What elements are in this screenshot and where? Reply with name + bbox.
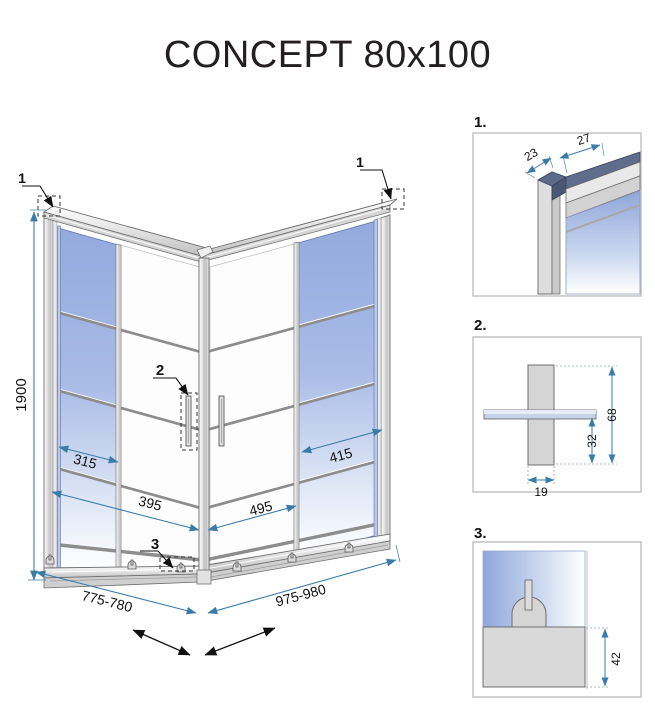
dim-315-label: 315 <box>72 451 99 472</box>
d3-dim-42-label: 42 <box>609 652 623 666</box>
callout-1-right: 1 <box>356 154 405 210</box>
d2-dim-68-label: 68 <box>605 408 619 422</box>
corner-foot <box>196 569 212 585</box>
d1-dim-23-line <box>526 157 552 174</box>
detail-3-number: 3. <box>474 525 487 542</box>
left-end-profile <box>43 211 54 575</box>
d1-dim-23-label: 23 <box>522 145 541 164</box>
page-title: CONCEPT 80x100 <box>163 34 492 76</box>
detail-box-1: 23 27 <box>472 130 642 297</box>
dim-right-base-label: 975-980 <box>274 581 328 610</box>
dim-395-line <box>51 490 200 532</box>
callout-2: 2 <box>153 362 198 451</box>
d1-dim-27-line <box>559 144 601 159</box>
callout-1-right-label: 1 <box>356 154 364 170</box>
main-enclosure-view: 1 1 2 3 <box>13 154 405 656</box>
dim-415-label: 415 <box>327 444 354 466</box>
d1-wall-profile <box>537 171 553 295</box>
callout-1-left: 1 <box>18 170 61 217</box>
d1-glass <box>565 190 641 295</box>
right-wing <box>200 198 398 583</box>
d1-dim-27-label: 27 <box>575 130 592 148</box>
detail-box-2: 68 32 19 <box>472 336 642 499</box>
d3-track-body <box>482 626 586 688</box>
callout-2-label: 2 <box>156 362 164 379</box>
right-panel-divider <box>293 241 300 561</box>
right-fixed-glass <box>297 219 381 559</box>
door-handles <box>185 395 225 447</box>
dim-495-line <box>207 504 297 532</box>
right-end-profile <box>380 214 391 541</box>
dim-415-line <box>301 428 383 454</box>
d2-dim-32-label: 32 <box>585 434 599 448</box>
d2-dim-19-label: 19 <box>534 485 548 499</box>
dim-495-label: 495 <box>247 497 274 519</box>
d3-roller-pin <box>524 579 533 611</box>
detail-2-number: 2. <box>474 317 487 334</box>
dimension-annotations <box>28 209 401 615</box>
left-wing <box>42 205 211 589</box>
callout-3-label: 3 <box>151 536 159 553</box>
dim-height-label: 1900 <box>13 378 30 411</box>
callout-1-left-label: 1 <box>18 170 26 186</box>
dim-left-base-line <box>35 570 197 615</box>
door-opening-arrows <box>132 627 276 656</box>
dim-315-line <box>58 445 119 464</box>
detail-box-3: 42 <box>472 541 642 698</box>
left-panel-divider <box>115 243 122 571</box>
dim-right-base-line <box>207 558 397 615</box>
detail-1-number: 1. <box>474 114 487 131</box>
corner-post <box>196 245 214 585</box>
dim-left-base-label: 775-780 <box>80 587 134 615</box>
dim-395-label: 395 <box>137 493 164 514</box>
